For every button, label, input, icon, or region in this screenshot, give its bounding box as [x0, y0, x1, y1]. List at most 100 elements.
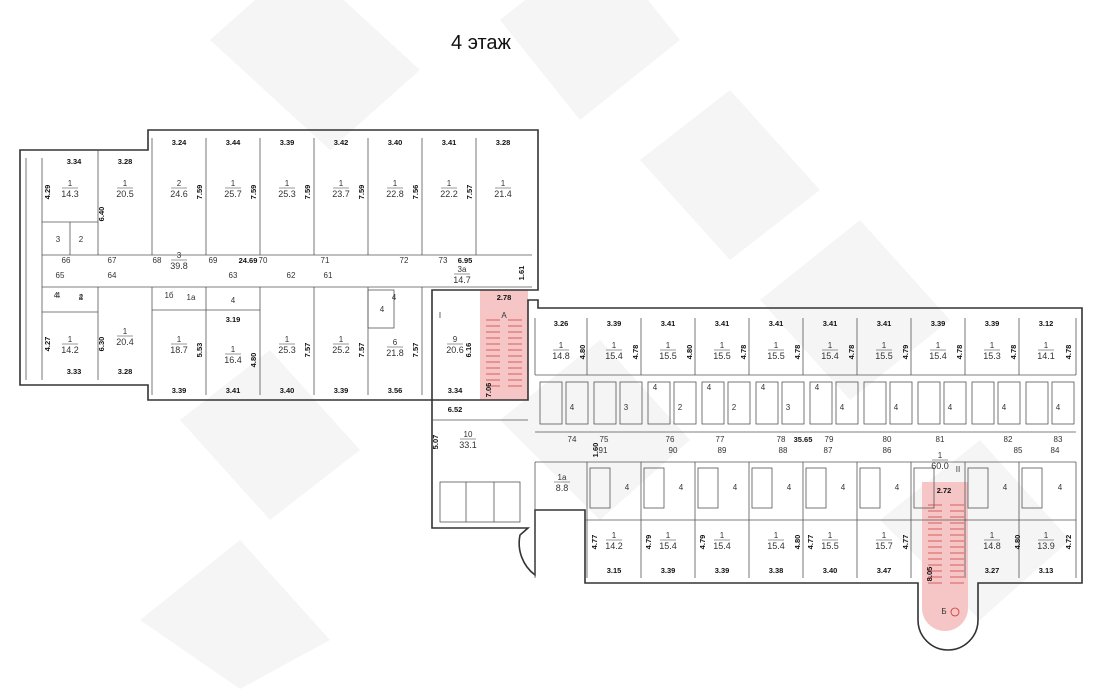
corridor-number: 83: [1054, 435, 1063, 444]
dimension-label: 3.44: [226, 138, 241, 147]
corridor-number: 87: [824, 446, 833, 455]
utility-label: 4: [231, 296, 236, 305]
utility-label: 4: [392, 293, 397, 302]
room-area: 21.8: [386, 348, 404, 358]
room-number: 2: [177, 179, 182, 188]
room-area: 15.4: [767, 541, 785, 551]
dimension-label: 3.39: [985, 319, 1000, 328]
corridor-dimension: 1.60: [591, 443, 600, 458]
utility-label: 4: [841, 483, 846, 492]
dimension-label: 3.13: [1039, 566, 1054, 575]
dimension-label: 6.40: [97, 207, 106, 222]
dimension-label: 3.41: [715, 319, 730, 328]
room-area: 14.7: [453, 275, 471, 285]
room-area: 39.8: [170, 261, 188, 271]
dimension-label: 3.39: [280, 138, 295, 147]
utility-label: 2: [678, 403, 683, 412]
room-number: 1: [666, 341, 671, 350]
exit-mark: II: [956, 465, 960, 474]
corridor-number: 82: [1004, 435, 1013, 444]
dimension-label: 3.41: [226, 386, 241, 395]
room-number: 1: [339, 179, 344, 188]
corridor-number: 70: [259, 256, 268, 265]
dimension-label: 4.79: [698, 535, 707, 550]
dimension-label: 4.79: [901, 345, 910, 360]
room-area: 22.8: [386, 189, 404, 199]
room-number: 1: [1044, 341, 1049, 350]
room-area: 25.2: [332, 345, 350, 355]
utility-label: 4: [653, 383, 658, 392]
dimension-label: 4.77: [806, 535, 815, 550]
dimension-label: 3.33: [67, 367, 82, 376]
room-area: 21.4: [494, 189, 512, 199]
corridor-dimension: 6.95: [458, 256, 473, 265]
corridor-number: 72: [400, 256, 409, 265]
utility-label: 2: [79, 293, 84, 302]
room-number: 1: [990, 531, 995, 540]
dimension-label: 3.28: [496, 138, 511, 147]
dimension-label: 3.39: [172, 386, 187, 395]
utility-label: 1а: [187, 293, 196, 302]
room-area: 25.3: [278, 345, 296, 355]
room-area: 60.0: [931, 461, 949, 471]
utility-label: 3: [624, 403, 629, 412]
corridor-number: 73: [439, 256, 448, 265]
room-number: 1: [936, 341, 941, 350]
utility-label: 4: [570, 403, 575, 412]
room-area: 20.5: [116, 189, 134, 199]
corridor-number: 79: [825, 435, 834, 444]
corridor-number: 90: [669, 446, 678, 455]
dimension-label: 4.78: [847, 345, 856, 360]
room-area: 14.8: [552, 351, 570, 361]
dimension-label: 6.30: [97, 337, 106, 352]
room-number: 1: [285, 335, 290, 344]
utility-label: 3: [786, 403, 791, 412]
stair-b-width: 2.72: [937, 486, 952, 495]
dimension-label: 3.24: [172, 138, 187, 147]
dimension-label: 4.80: [793, 535, 802, 550]
room-number: 9: [453, 335, 458, 344]
dimension-label: 3.39: [607, 319, 622, 328]
room-number: 1: [231, 179, 236, 188]
room-number: 1: [828, 531, 833, 540]
corridor-number: 89: [718, 446, 727, 455]
utility-label: 2: [732, 403, 737, 412]
room-area: 14.2: [605, 541, 623, 551]
corridor-number: 76: [666, 435, 675, 444]
room-area: 16.4: [224, 355, 242, 365]
utility-label: 4: [733, 483, 738, 492]
dimension-label: 4.77: [590, 535, 599, 550]
room-area: 25.7: [224, 189, 242, 199]
room-area: 15.7: [875, 541, 893, 551]
room-number: 1: [720, 531, 725, 540]
corridor-number: 63: [229, 271, 238, 280]
stair-a-fill: [480, 290, 528, 400]
utility-label: 2: [79, 235, 84, 244]
dimension-label: 3.26: [554, 319, 569, 328]
dimension-label: 3.39: [931, 319, 946, 328]
room-area: 15.5: [659, 351, 677, 361]
room-area: 8.8: [556, 483, 569, 493]
corridor-dimension: 35.65: [794, 435, 813, 444]
corridor-number: 68: [153, 256, 162, 265]
dimension-label: 3.40: [823, 566, 838, 575]
dimension-label: 3.56: [388, 386, 403, 395]
corridor-number: 77: [716, 435, 725, 444]
dimension-label: 4.80: [578, 345, 587, 360]
corridor-number: 62: [287, 271, 296, 280]
room-number: 1: [231, 345, 236, 354]
utility-label: 4: [56, 291, 61, 300]
dimension-label: 7.56: [411, 185, 420, 200]
room-number: 1: [774, 341, 779, 350]
dimension-label: 4.78: [955, 345, 964, 360]
dimension-label: 3.47: [877, 566, 892, 575]
utility-label: 4: [707, 383, 712, 392]
room-area: 15.5: [875, 351, 893, 361]
utility-label: 4: [787, 483, 792, 492]
room-area: 15.5: [821, 541, 839, 551]
corridor-number: 67: [108, 256, 117, 265]
room-number: 1: [612, 531, 617, 540]
dimension-label: 7.59: [303, 185, 312, 200]
stair-b-treads: [928, 504, 964, 617]
utility-label: 4: [894, 403, 899, 412]
